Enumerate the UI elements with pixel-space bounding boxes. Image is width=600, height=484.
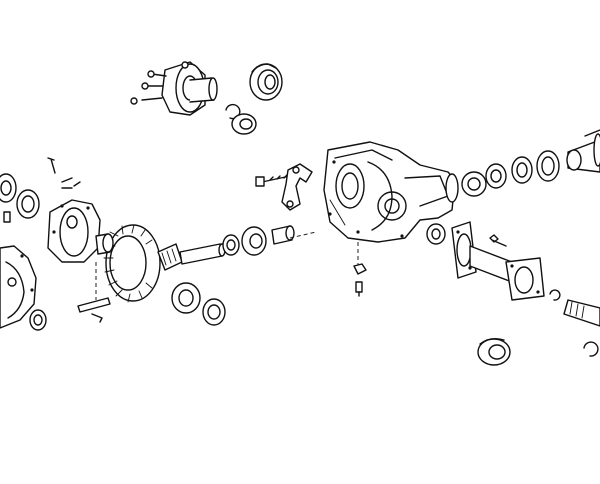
seal-icon (536, 150, 560, 182)
bearing-icon (171, 282, 226, 326)
bearing-icon (222, 225, 295, 256)
seal-icon (29, 309, 47, 331)
flange-icon (130, 61, 218, 116)
bolt-icon (353, 263, 367, 297)
seal-icon (249, 63, 283, 101)
pin-icon (77, 297, 111, 323)
shaft-icon (563, 299, 600, 327)
bolt-icon (489, 234, 507, 247)
seal-icon (426, 223, 446, 245)
cover-icon (0, 245, 37, 329)
housing-icon (323, 141, 459, 243)
bolt-icon (255, 174, 291, 187)
shaft-icon (157, 243, 226, 271)
bearing-icon (461, 156, 533, 197)
case-icon (47, 199, 114, 263)
seal-icon (477, 337, 511, 366)
snap-ring-icon (549, 289, 599, 357)
bearing-icon (0, 173, 40, 219)
tube-icon (451, 221, 545, 301)
flange-icon (566, 129, 600, 173)
bolt-icon (3, 157, 81, 223)
gear-icon (103, 224, 161, 303)
bracket-icon (281, 163, 313, 211)
bearing-icon (231, 113, 257, 135)
